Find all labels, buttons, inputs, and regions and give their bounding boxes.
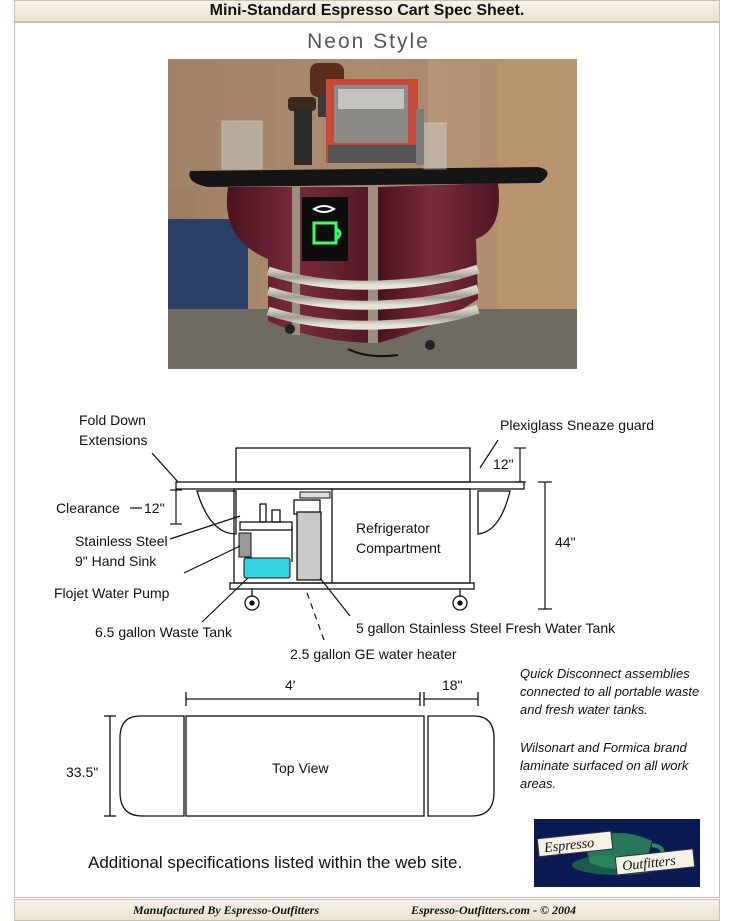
note-laminate: Wilsonart and Formica brand laminate sur… xyxy=(520,740,689,791)
water-heater-label: 2.5 gallon GE water heater xyxy=(290,646,457,662)
top-view-depth: 33.5" xyxy=(66,764,99,780)
water-pump-label: Flojet Water Pump xyxy=(54,585,170,601)
note-quick-disconnect: Quick Disconnect assemblies connected to… xyxy=(520,666,700,717)
top-view-length: 4' xyxy=(285,677,296,693)
fold-down-label-2: Extensions xyxy=(79,432,148,448)
top-view-label: Top View xyxy=(272,760,329,776)
page-title: Mini-Standard Espresso Cart Spec Sheet. xyxy=(209,2,525,19)
sneeze-guard-height: 12" xyxy=(493,456,514,472)
logo-word-1: Espresso xyxy=(543,836,595,856)
style-subtitle: Neon Style xyxy=(307,30,430,53)
manufacturer-text: Manufactured By Espresso-Outfitters xyxy=(133,903,320,917)
top-view-extension: 18" xyxy=(442,677,463,693)
hand-sink-label-1: Stainless Steel xyxy=(75,533,168,549)
hand-sink-label-2: 9" Hand Sink xyxy=(75,553,157,569)
clearance-height: 12" xyxy=(144,500,165,516)
waste-tank-label: 6.5 gallon Waste Tank xyxy=(95,624,232,640)
website-text: Espresso-Outfitters.com - © 2004 xyxy=(411,903,576,917)
fresh-tank-label: 5 gallon Stainless Steel Fresh Water Tan… xyxy=(356,620,616,636)
fold-down-label-1: Fold Down xyxy=(79,412,146,428)
sneeze-guard-label: Plexiglass Sneaze guard xyxy=(500,417,655,433)
additional-specs-text: Additional specifications listed within … xyxy=(88,853,463,872)
espresso-outfitters-logo: Espresso Outfitters xyxy=(534,819,700,887)
cart-height-label: 44" xyxy=(555,534,576,550)
footer-banner: Manufactured By Espresso-Outfitters Espr… xyxy=(14,899,720,921)
product-photo xyxy=(168,59,577,369)
clearance-label: Clearance xyxy=(56,500,120,516)
logo-word-2: Outfitters xyxy=(622,854,677,875)
title-banner: Mini-Standard Espresso Cart Spec Sheet. xyxy=(14,0,720,22)
fridge-label-1: Refrigerator xyxy=(356,520,430,536)
fridge-label-2: Compartment xyxy=(356,540,441,556)
